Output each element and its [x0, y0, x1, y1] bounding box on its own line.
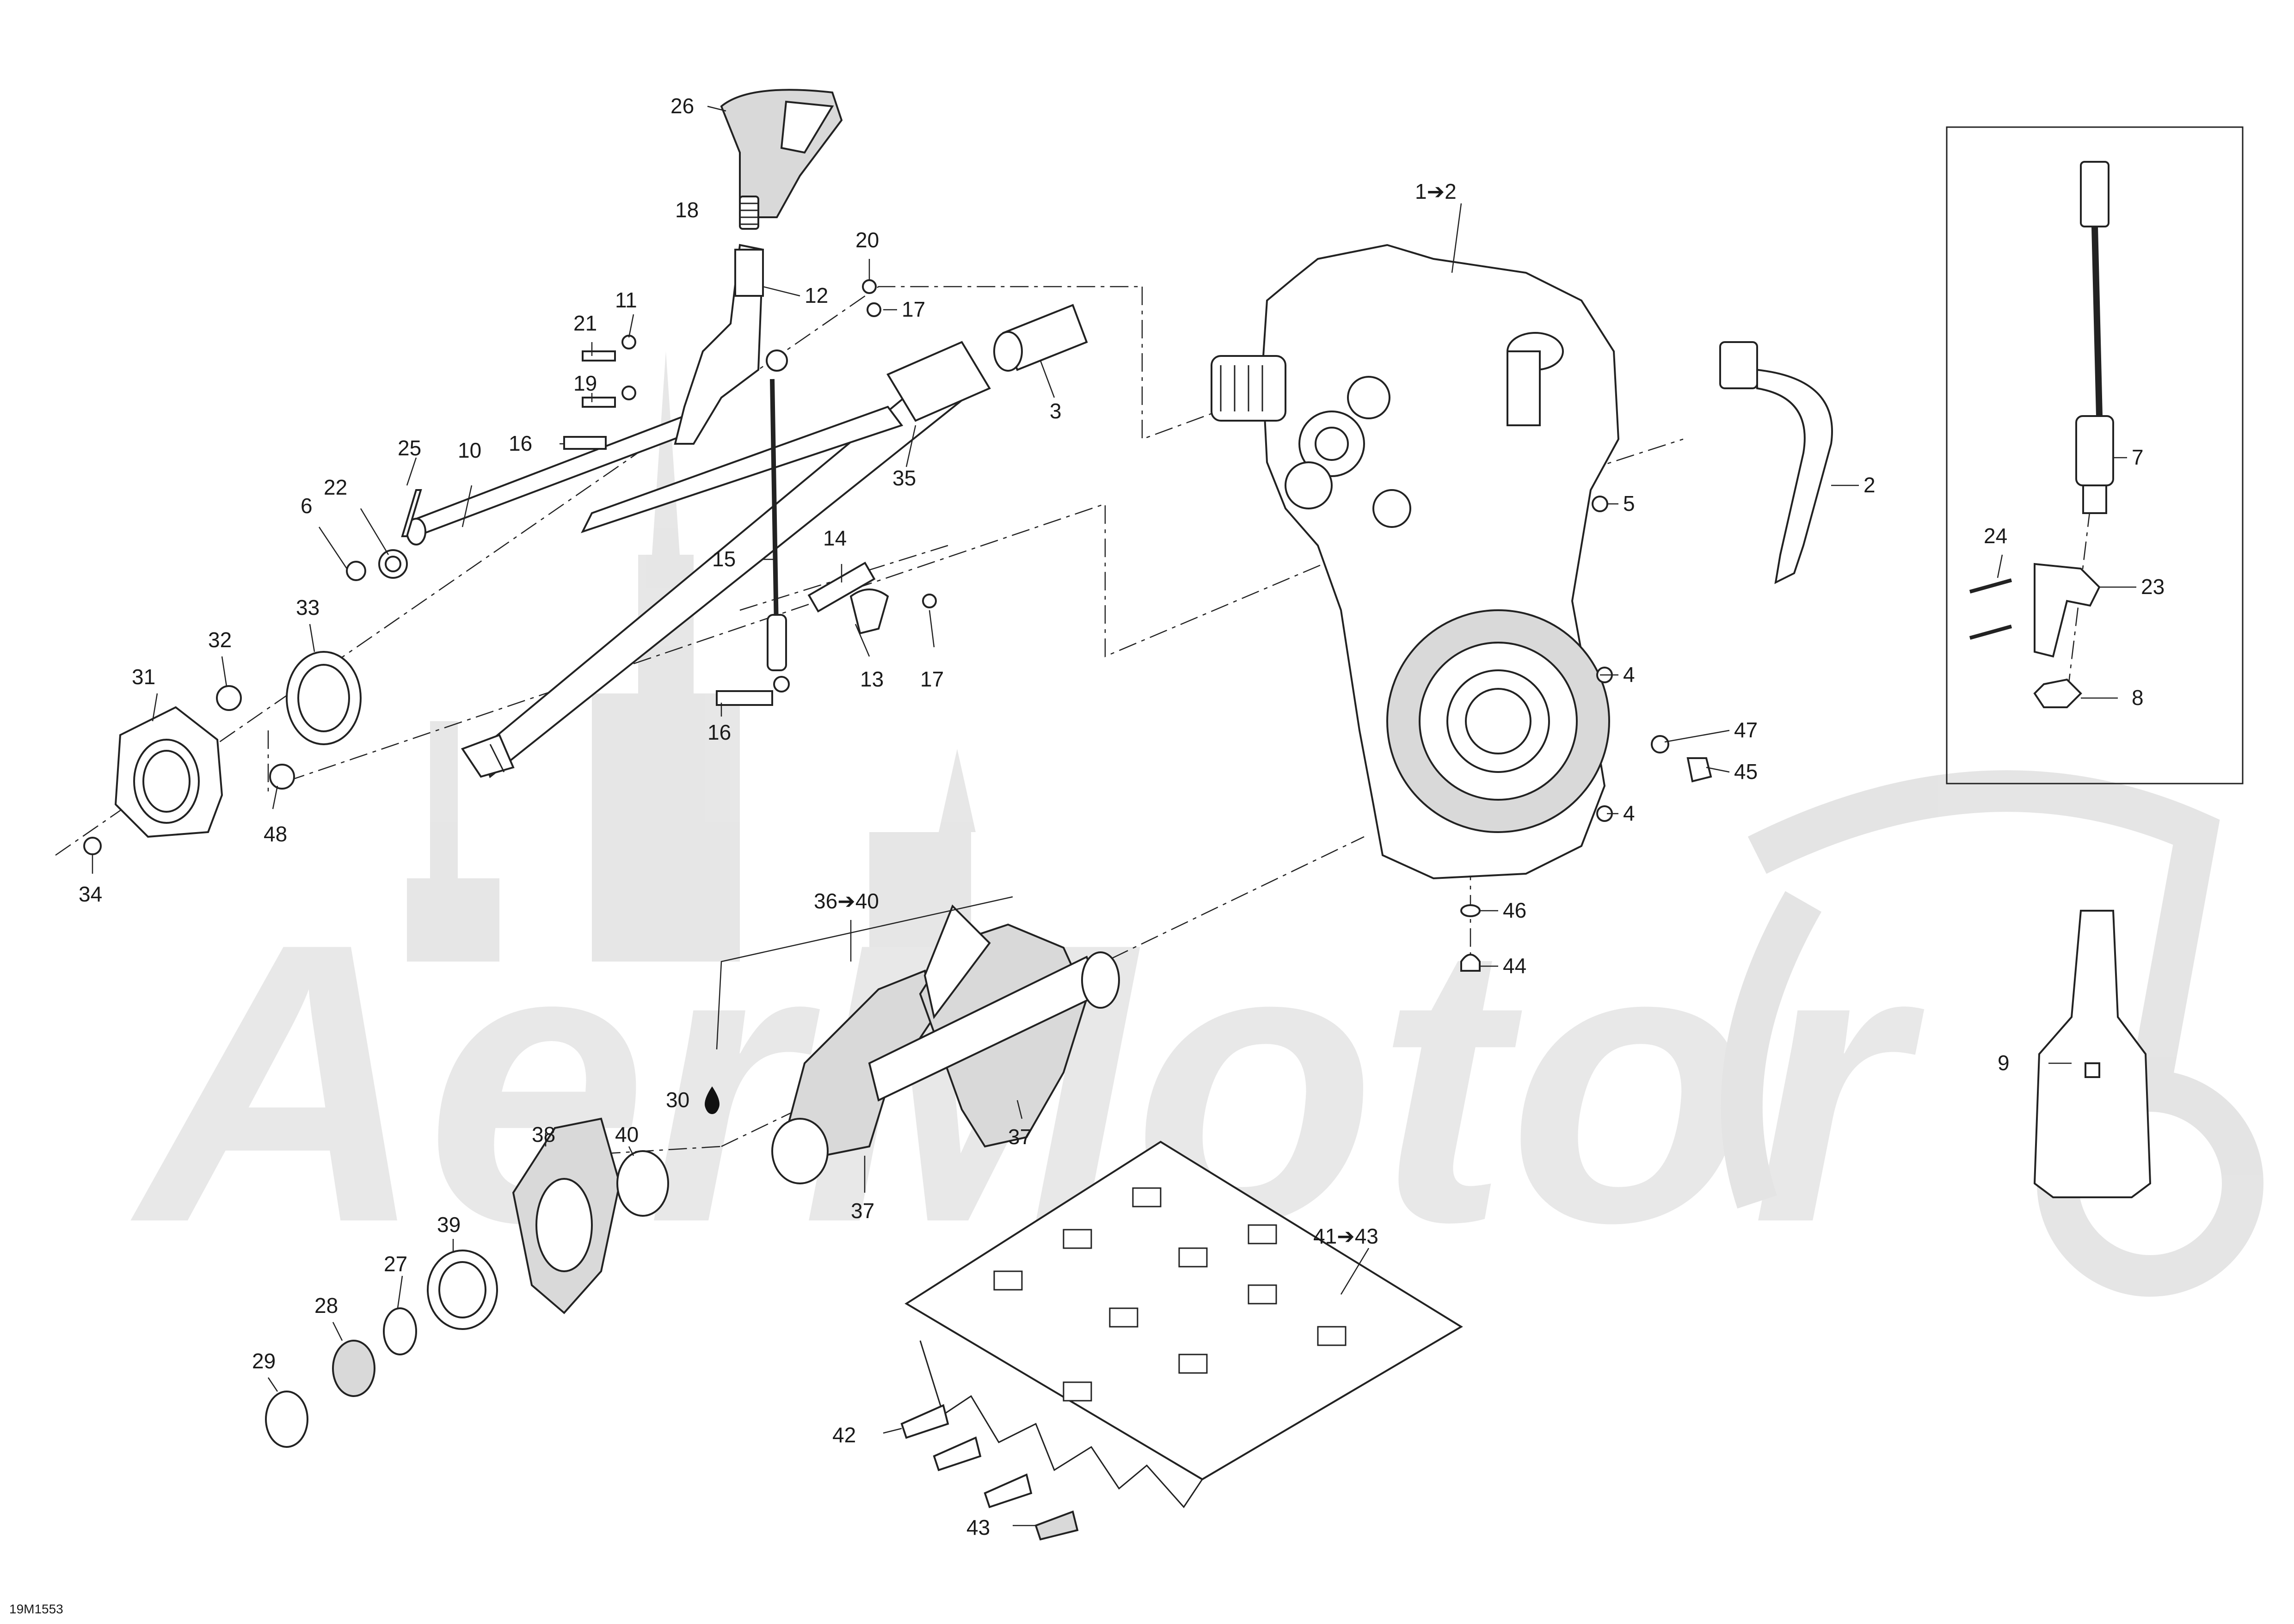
- slider-clips: [900, 1404, 1079, 1541]
- callout-8: 8: [2132, 686, 2144, 710]
- callout-42: 42: [832, 1423, 856, 1447]
- callout-16a: 16: [509, 431, 532, 455]
- inset-frame: [1946, 126, 2244, 784]
- drive-shaft-assembly: [771, 904, 1120, 1184]
- shift-shaft: [461, 341, 991, 778]
- leader-lines: [92, 105, 2136, 1526]
- callout-41: 41➔43: [1313, 1224, 1378, 1248]
- bracket-screws: [1969, 578, 2012, 640]
- sleeve-part: [993, 304, 1088, 372]
- callout-labels: 1➔2 2 3 4 4 5 6 7 8 9 10 11 12 13 14 15 …: [79, 94, 2165, 1539]
- slide-plate: [904, 1140, 1463, 1508]
- callout-11: 11: [615, 288, 637, 312]
- callout-26: 26: [670, 94, 694, 118]
- callout-19: 19: [573, 371, 597, 395]
- callout-37b: 37: [851, 1199, 874, 1223]
- callout-14: 14: [823, 526, 847, 550]
- ring-40: [616, 1150, 669, 1217]
- callout-29: 29: [252, 1349, 276, 1373]
- callout-38: 38: [532, 1122, 555, 1146]
- callout-27: 27: [384, 1252, 407, 1276]
- callout-21: 21: [573, 311, 597, 335]
- callout-1: 1➔2: [1415, 179, 1457, 203]
- sensor-bracket: [2034, 563, 2101, 658]
- callout-23: 23: [2141, 575, 2165, 599]
- callout-13: 13: [860, 667, 884, 691]
- spring: [739, 196, 759, 230]
- callout-36: 36➔40: [814, 889, 879, 913]
- circlip-29: [265, 1391, 308, 1448]
- callout-25: 25: [398, 436, 421, 460]
- callout-32: 32: [208, 628, 232, 652]
- ring-27: [383, 1307, 417, 1355]
- callout-22: 22: [324, 475, 347, 499]
- callout-3: 3: [1050, 399, 1062, 423]
- bearing-carrier: [512, 1117, 621, 1314]
- callout-18: 18: [675, 198, 699, 222]
- bearing-33: [286, 651, 362, 745]
- callout-17b: 17: [920, 667, 944, 691]
- callout-17a: 17: [902, 297, 925, 321]
- nut-8: [2033, 678, 2082, 708]
- callout-30: 30: [666, 1088, 689, 1112]
- callout-6: 6: [301, 494, 313, 518]
- bearing-flange: [83, 685, 295, 855]
- callout-7: 7: [2132, 445, 2144, 469]
- callout-44: 44: [1503, 954, 1526, 978]
- callout-16b: 16: [707, 720, 731, 744]
- gearbox-housing: [1211, 244, 1620, 880]
- drawing-code: 19M1553: [9, 1602, 63, 1616]
- callout-35: 35: [892, 466, 916, 490]
- callout-15: 15: [712, 547, 736, 571]
- ring-28: [332, 1340, 375, 1397]
- callout-20: 20: [855, 228, 879, 252]
- callout-48: 48: [264, 822, 287, 846]
- callout-28: 28: [314, 1293, 338, 1318]
- wiring-harness: [1719, 341, 1833, 584]
- callout-37a: 37: [1008, 1125, 1032, 1149]
- callout-24: 24: [1984, 524, 2007, 548]
- callout-39: 39: [437, 1213, 461, 1237]
- speed-sensor: [2075, 161, 2114, 514]
- callout-43: 43: [966, 1515, 990, 1539]
- callout-12: 12: [805, 283, 828, 307]
- shift-lever: [674, 244, 764, 445]
- shift-knob: [720, 89, 843, 218]
- oil-drop-icon: [705, 1086, 720, 1114]
- callout-31: 31: [132, 665, 155, 689]
- callout-45: 45: [1734, 760, 1758, 784]
- callout-9: 9: [1998, 1051, 2010, 1075]
- callout-10: 10: [458, 438, 481, 462]
- callout-33: 33: [296, 595, 320, 619]
- bearing-39: [427, 1250, 498, 1330]
- callout-2: 2: [1863, 473, 1876, 497]
- callout-4a: 4: [1623, 662, 1635, 686]
- oil-bottle: [2033, 910, 2152, 1198]
- callout-5: 5: [1623, 491, 1635, 515]
- link-rod: [766, 349, 788, 671]
- callout-40: 40: [615, 1122, 639, 1146]
- callout-46: 46: [1503, 898, 1526, 922]
- callout-4b: 4: [1623, 801, 1635, 825]
- callout-34: 34: [79, 882, 102, 906]
- callout-47: 47: [1734, 718, 1758, 742]
